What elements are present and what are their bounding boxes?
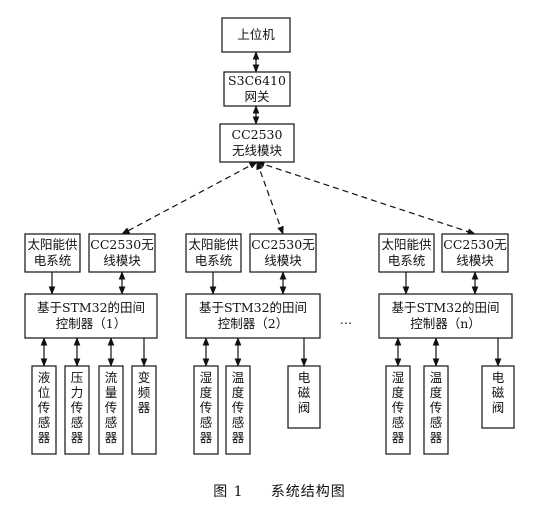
solar-power-box-1-text: 电系统 [34, 253, 72, 268]
device-box-2-2: 温度传感器 [225, 365, 251, 455]
device-box-1-1-text: 液位传感器 [38, 370, 51, 445]
wireless-module-box-frame [219, 123, 295, 163]
field-controller-box-1-frame [24, 293, 158, 339]
figure-title: 系统结构图 [270, 484, 346, 500]
device-box-2-3-frame [287, 365, 321, 429]
device-box-1-3-text: 流量传感器 [105, 370, 118, 445]
device-box-1-4: 变频器 [131, 365, 157, 455]
device-box-2-2-text: 温度传感器 [232, 370, 245, 445]
device-box-2-3-text: 电磁阀 [298, 370, 311, 415]
wireless-module-box-text: CC2530 [232, 127, 283, 142]
device-box-3-1-frame [385, 365, 411, 455]
device-box-3-3: 电磁阀 [481, 365, 515, 429]
solar-power-box-3-frame [378, 233, 435, 273]
device-box-2-3: 电磁阀 [287, 365, 321, 429]
field-controller-box-1-text: 基于STM32的田间 [37, 300, 145, 315]
solar-power-box-2-frame [185, 233, 242, 273]
device-box-1-2: 压力传感器 [64, 365, 90, 455]
device-box-3-2: 温度传感器 [423, 365, 449, 455]
host-box-frame [221, 17, 291, 53]
field-controller-box-2-text: 基于STM32的田间 [199, 300, 307, 315]
host-box: 上位机 [221, 17, 291, 53]
device-box-2-1-frame [193, 365, 219, 455]
radio-module-box-2-text: 线模块 [264, 253, 302, 268]
device-box-1-2-frame [64, 365, 90, 455]
connectors [40, 51, 502, 367]
radio-module-box-3-text: CC2530无 [443, 237, 506, 252]
field-controller-box-1-text: 控制器（1） [56, 316, 126, 331]
field-controller-box-2-text: 控制器（2） [218, 316, 288, 331]
wireless-link-1 [121, 161, 258, 235]
gateway-box-frame [223, 71, 291, 107]
device-box-1-3: 流量传感器 [98, 365, 124, 455]
device-box-1-1-frame [31, 365, 57, 455]
radio-module-box-3-frame [441, 233, 509, 273]
solar-power-box-3-text: 太阳能供 [381, 237, 431, 252]
solar-power-box-2-text: 太阳能供 [188, 237, 238, 252]
device-box-2-1: 湿度传感器 [193, 365, 219, 455]
figure-label: 图 1 [213, 484, 244, 500]
device-box-3-3-frame [481, 365, 515, 429]
device-box-2-1-text: 湿度传感器 [200, 370, 213, 445]
field-controller-box-3-text: 基于STM32的田间 [391, 300, 499, 315]
host-box-text: 上位机 [237, 27, 275, 42]
device-box-1-4-frame [131, 365, 157, 455]
device-box-1-1: 液位传感器 [31, 365, 57, 455]
wireless-link-2 [256, 161, 284, 235]
device-box-3-1-text: 湿度传感器 [392, 370, 405, 445]
radio-module-box-1-frame [88, 233, 156, 273]
radio-module-box-2-text: CC2530无 [251, 237, 314, 252]
field-controller-box-3-text: 控制器（n） [410, 316, 481, 331]
device-box-3-1: 湿度传感器 [385, 365, 411, 455]
radio-module-box-2-frame [249, 233, 317, 273]
radio-module-box-1-text: CC2530无 [90, 237, 153, 252]
gateway-box-text: S3C6410 [228, 73, 286, 88]
solar-power-box-3-text: 电系统 [388, 253, 426, 268]
gateway-box-text: 网关 [244, 89, 269, 104]
device-box-1-4-text: 变频器 [138, 370, 151, 415]
more-nodes-ellipsis: … [340, 312, 353, 327]
field-controller-box-3-frame [378, 293, 513, 339]
radio-module-box-1-text: 线模块 [103, 253, 141, 268]
wireless-module-box-text: 无线模块 [232, 143, 283, 158]
device-box-1-2-text: 压力传感器 [71, 370, 84, 445]
device-box-3-2-frame [423, 365, 449, 455]
solar-power-box-1-frame [24, 233, 81, 273]
solar-power-box-1-text: 太阳能供 [27, 237, 77, 252]
device-box-2-2-frame [225, 365, 251, 455]
field-controller-box-2-frame [185, 293, 321, 339]
device-box-3-3-text: 电磁阀 [492, 370, 505, 415]
device-box-3-2-text: 温度传感器 [430, 370, 443, 445]
wireless-link-3 [256, 161, 476, 235]
figure-caption: 图 1 系统结构图 [0, 481, 559, 501]
boxes: 上位机S3C6410网关CC2530无线模块太阳能供电系统CC2530无线模块基… [24, 17, 515, 455]
radio-module-box-3-text: 线模块 [456, 253, 494, 268]
solar-power-box-2-text: 电系统 [195, 253, 233, 268]
device-box-1-3-frame [98, 365, 124, 455]
